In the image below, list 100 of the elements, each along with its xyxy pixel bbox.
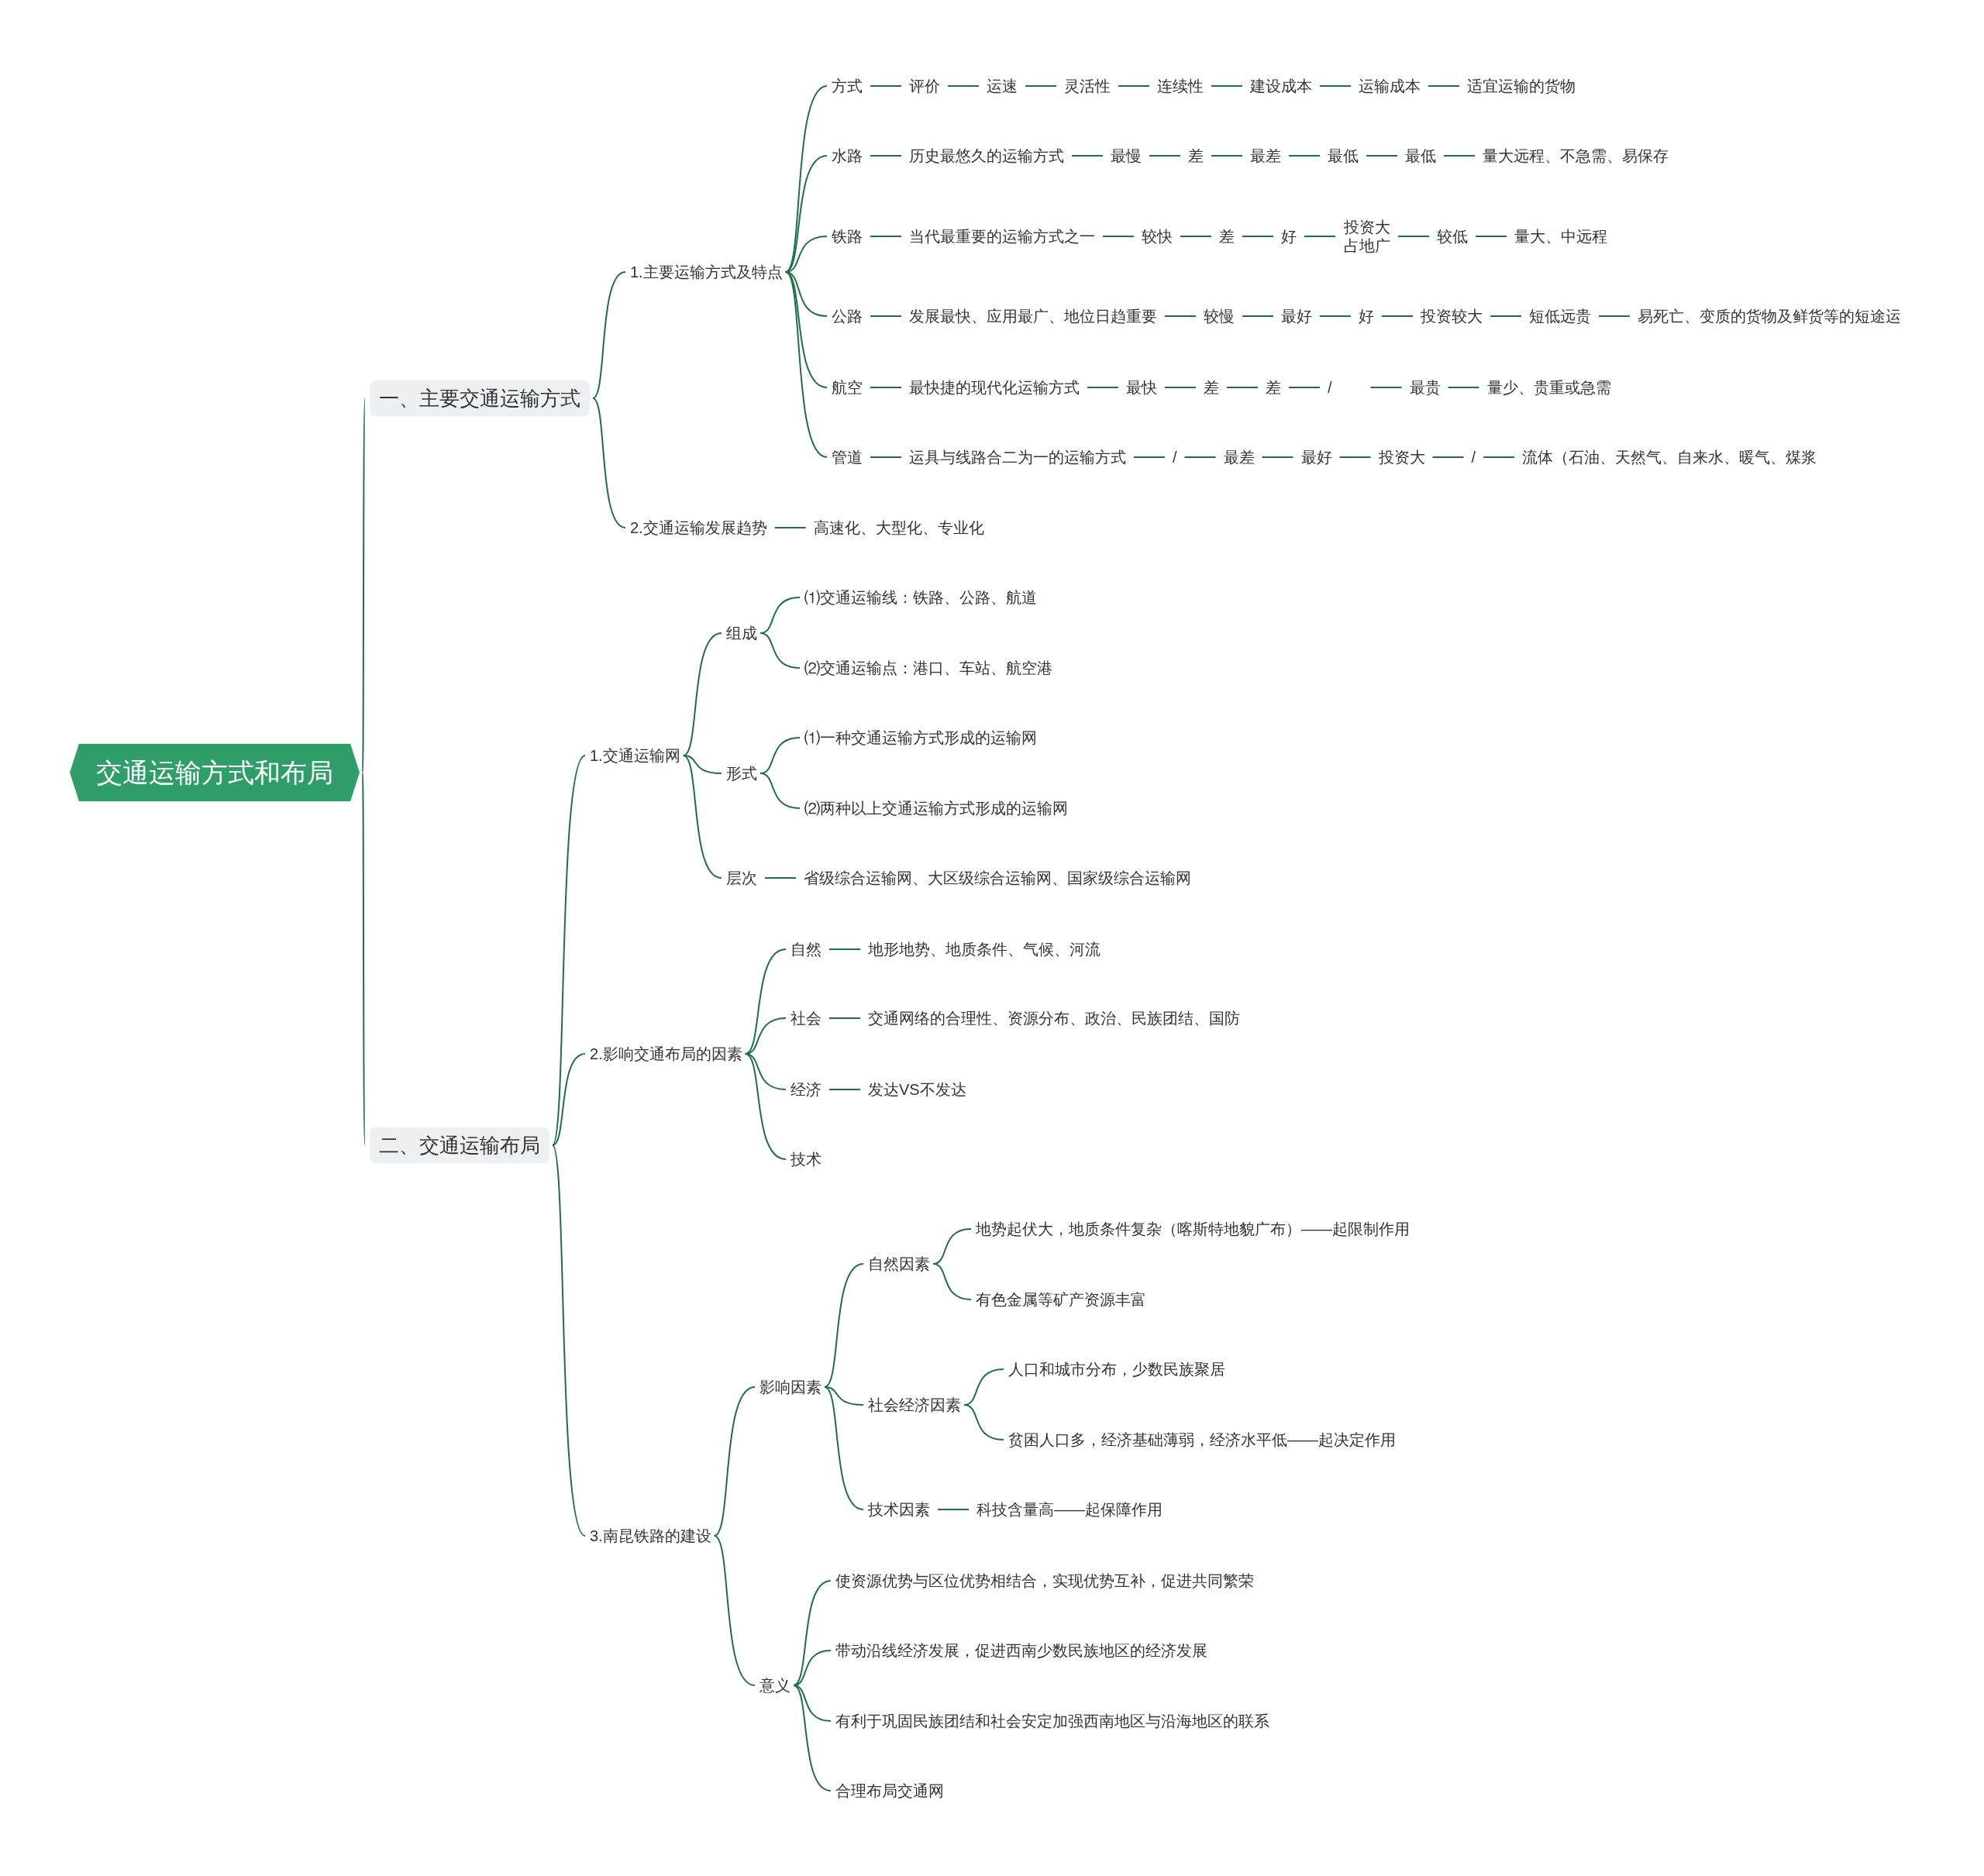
subtopic-text: 组成 (726, 621, 757, 645)
connector-line (682, 755, 722, 879)
subtopic-text: 最慢 (1111, 144, 1142, 167)
subtopic-text: 2.交通运输发展趋势 (630, 516, 767, 539)
connector-line (1288, 155, 1321, 157)
subtopic-text: / (1173, 446, 1177, 469)
connector-line (592, 271, 626, 399)
subtopic-text: 易死亡、变质的货物及鲜货等的短途运 (1638, 305, 1901, 328)
connector-line (552, 755, 586, 1146)
subtopic-text: 1.主要运输方式及特点 (630, 260, 783, 284)
subtopic-text: 人口和城市分布，少数民族聚居 (1008, 1358, 1225, 1381)
subtopic-text: 差 (1188, 144, 1204, 167)
subtopic-text: 灵活性 (1064, 74, 1111, 98)
connector-line (870, 85, 902, 87)
main-branch-topic: 一、主要交通运输方式 (370, 380, 590, 417)
connector-line (1242, 236, 1274, 237)
subtopic-text: 有色金属等矿产资源丰富 (976, 1288, 1146, 1311)
connector-line (1443, 155, 1476, 157)
connector-line (760, 773, 801, 809)
subtopic-text: 较慢 (1204, 305, 1235, 328)
subtopic-text: 省级综合运输网、大区级综合运输网、国家级综合运输网 (804, 866, 1191, 890)
connector-line (784, 155, 828, 273)
subtopic-text: ⑵两种以上交通运输方式形成的运输网 (804, 797, 1068, 820)
subtopic-text: ⑴交通运输线：铁路、公路、航道 (804, 586, 1037, 609)
subtopic-text: 较低 (1437, 225, 1468, 248)
subtopic-text: 最好 (1281, 305, 1312, 328)
connector-line (1369, 387, 1403, 388)
subtopic-text: 有利于巩固民族团结和社会安定加强西南地区与沿海地区的联系 (835, 1709, 1269, 1733)
subtopic-text: 最差 (1223, 446, 1255, 469)
subtopic-text: 地势起伏大，地质条件复杂（喀斯特地貌广布）——起限制作用 (976, 1217, 1410, 1241)
connector-line (947, 85, 980, 87)
subtopic-text: 当代最重要的运输方式之一 (909, 225, 1095, 248)
subtopic-text: 差 (1219, 225, 1235, 248)
subtopic-text: 量少、贵重或急需 (1486, 376, 1611, 399)
subtopic-text: 最快 (1126, 376, 1157, 399)
subtopic-text: 建设成本 (1250, 74, 1312, 98)
connector-line (1475, 236, 1507, 237)
connector-line (1261, 456, 1294, 458)
subtopic-text: 最低 (1405, 144, 1436, 167)
connector-line (1133, 456, 1166, 458)
connector-line (362, 398, 366, 773)
subtopic-text: 地形地势、地质条件、气候、河流 (868, 938, 1100, 961)
connector-line (1447, 387, 1480, 388)
subtopic-text: 铁路 (832, 225, 863, 248)
connector-line (592, 398, 626, 528)
connector-line (1319, 85, 1352, 87)
connector-line (870, 155, 902, 157)
connector-line (1087, 387, 1119, 388)
connector-line (1483, 456, 1516, 458)
subtopic-text: 最快捷的现代化运输方式 (909, 376, 1080, 399)
subtopic-text: 使资源优势与区位优势相结合，实现优势互补，促进共同繁荣 (835, 1569, 1254, 1592)
subtopic-text: 社会 (790, 1007, 822, 1030)
connector-line (744, 948, 787, 1055)
connector-line (963, 1404, 1004, 1441)
subtopic-text: 运速 (987, 74, 1018, 98)
subtopic-text: 管道 (832, 446, 863, 469)
main-branch-topic: 二、交通运输布局 (370, 1127, 549, 1164)
connector-line (937, 1509, 970, 1510)
connector-line (793, 1580, 832, 1686)
connector-line (1164, 387, 1197, 388)
subtopic-text: 1.交通运输网 (590, 744, 680, 767)
connector-line (793, 1685, 832, 1792)
subtopic-text: 影响因素 (760, 1375, 822, 1399)
connector-line (552, 1053, 586, 1146)
subtopic-text: 交通网络的合理性、资源分布、政治、民族团结、国防 (868, 1007, 1240, 1030)
connector-line (1149, 155, 1181, 157)
connector-line (1381, 315, 1414, 317)
subtopic-text: / (1328, 376, 1363, 399)
connector-line (824, 1386, 864, 1406)
connector-line (1180, 236, 1212, 237)
subtopic-text: 意义 (760, 1674, 790, 1697)
connector-line (1397, 236, 1430, 237)
subtopic-text: 方式 (832, 74, 863, 98)
subtopic-text: 运具与线路合二为一的运输方式 (909, 446, 1126, 469)
connector-line (773, 527, 807, 528)
subtopic-text: 流体（石油、天然气、自来水、暖气、煤浆 (1522, 446, 1817, 469)
subtopic-text: 技术因素 (868, 1498, 930, 1521)
connector-line (1319, 315, 1352, 317)
subtopic-text: 公路 (832, 305, 863, 328)
connector-line (744, 1053, 787, 1160)
connector-line (793, 1685, 832, 1722)
subtopic-text: ⑵交通运输点：港口、车站、航空港 (804, 656, 1052, 680)
subtopic-text: 自然 (790, 938, 822, 961)
subtopic-text: 发展最快、应用最广、地位日趋重要 (909, 305, 1157, 328)
connector-line (828, 1017, 861, 1019)
subtopic-text: 3.南昆铁路的建设 (590, 1524, 711, 1547)
subtopic-text: 评价 (909, 74, 940, 98)
subtopic-text: ⑴一种交通运输方式形成的运输网 (804, 726, 1037, 749)
subtopic-text: 最贵 (1409, 376, 1441, 399)
subtopic-text: 层次 (726, 866, 757, 890)
connector-line (828, 1089, 861, 1090)
subtopic-text: 差 (1266, 376, 1281, 399)
connector-line (784, 271, 828, 388)
connector-line (824, 1386, 864, 1510)
subtopic-text: 量大、中远程 (1514, 225, 1607, 248)
subtopic-text: 带动沿线经济发展，促进西南少数民族地区的经济发展 (835, 1639, 1207, 1662)
subtopic-text: 2.影响交通布局的因素 (590, 1042, 742, 1065)
connector-line (1338, 456, 1372, 458)
subtopic-text: 历史最悠久的运输方式 (909, 144, 1064, 167)
subtopic-text: 技术 (790, 1148, 822, 1171)
